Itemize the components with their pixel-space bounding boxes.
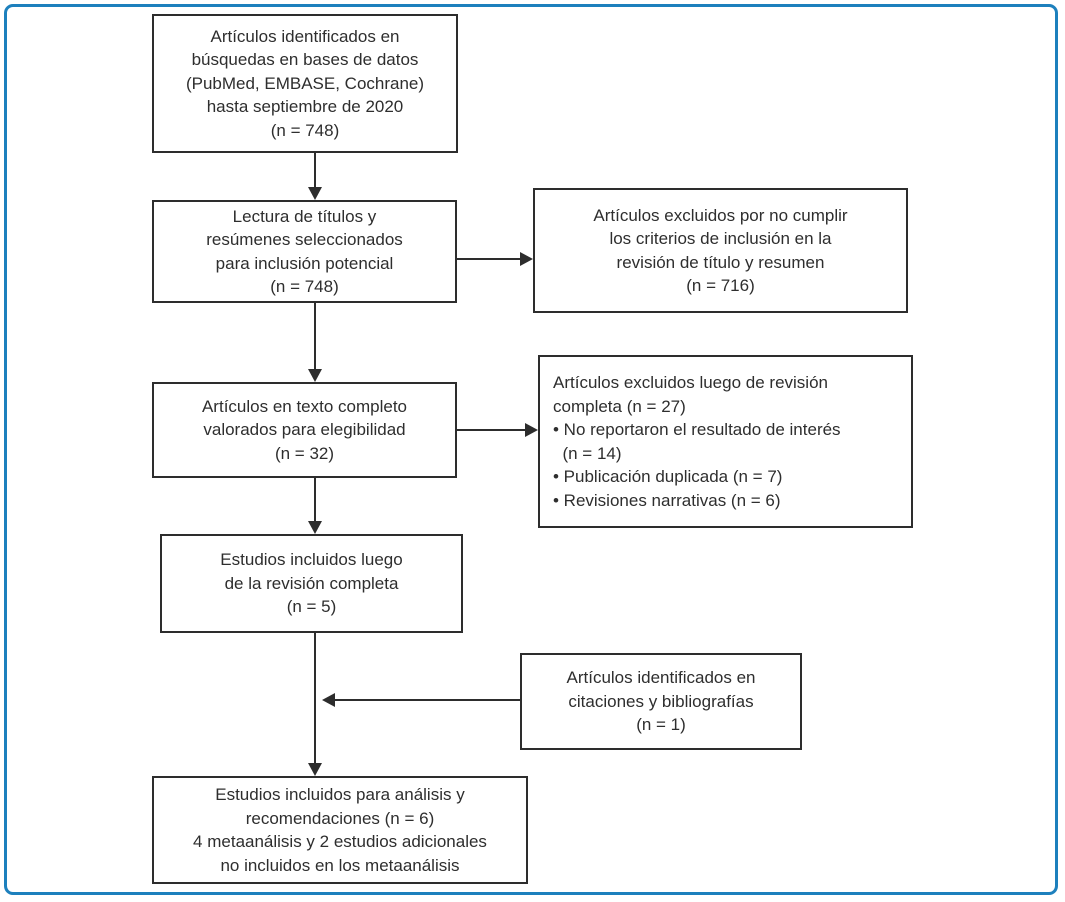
box-final-included: Estudios incluidos para análisis y recom… bbox=[152, 776, 528, 884]
box-citations-bibliographies: Artículos identificados en citaciones y … bbox=[520, 653, 802, 750]
arrow-screening-to-excluded-head bbox=[520, 252, 533, 266]
arrow-fulltext-to-included-head bbox=[308, 521, 322, 534]
arrow-citations-to-flow-line bbox=[334, 699, 520, 701]
arrow-screening-to-excluded-line bbox=[457, 258, 521, 260]
arrow-screening-to-fulltext-head bbox=[308, 369, 322, 382]
arrow-fulltext-to-excluded-head bbox=[525, 423, 538, 437]
arrow-fulltext-to-excluded-line bbox=[457, 429, 526, 431]
arrow-fulltext-to-included-line bbox=[314, 478, 316, 522]
arrow-screening-to-fulltext-line bbox=[314, 303, 316, 369]
box-identified-databases: Artículos identificados en búsquedas en … bbox=[152, 14, 458, 153]
box-title-abstract-screening: Lectura de títulos y resúmenes seleccion… bbox=[152, 200, 457, 303]
arrow-identified-to-screening-head bbox=[308, 187, 322, 200]
box-included-after-review: Estudios incluidos luego de la revisión … bbox=[160, 534, 463, 633]
box-excluded-fulltext: Artículos excluidos luego de revisión co… bbox=[538, 355, 913, 528]
arrow-included-to-final-line bbox=[314, 633, 316, 764]
arrow-identified-to-screening-line bbox=[314, 153, 316, 188]
box-fulltext-eligibility: Artículos en texto completo valorados pa… bbox=[152, 382, 457, 478]
arrow-included-to-final-head bbox=[308, 763, 322, 776]
box-excluded-title-abstract: Artículos excluidos por no cumplir los c… bbox=[533, 188, 908, 313]
arrow-citations-to-flow-head bbox=[322, 693, 335, 707]
